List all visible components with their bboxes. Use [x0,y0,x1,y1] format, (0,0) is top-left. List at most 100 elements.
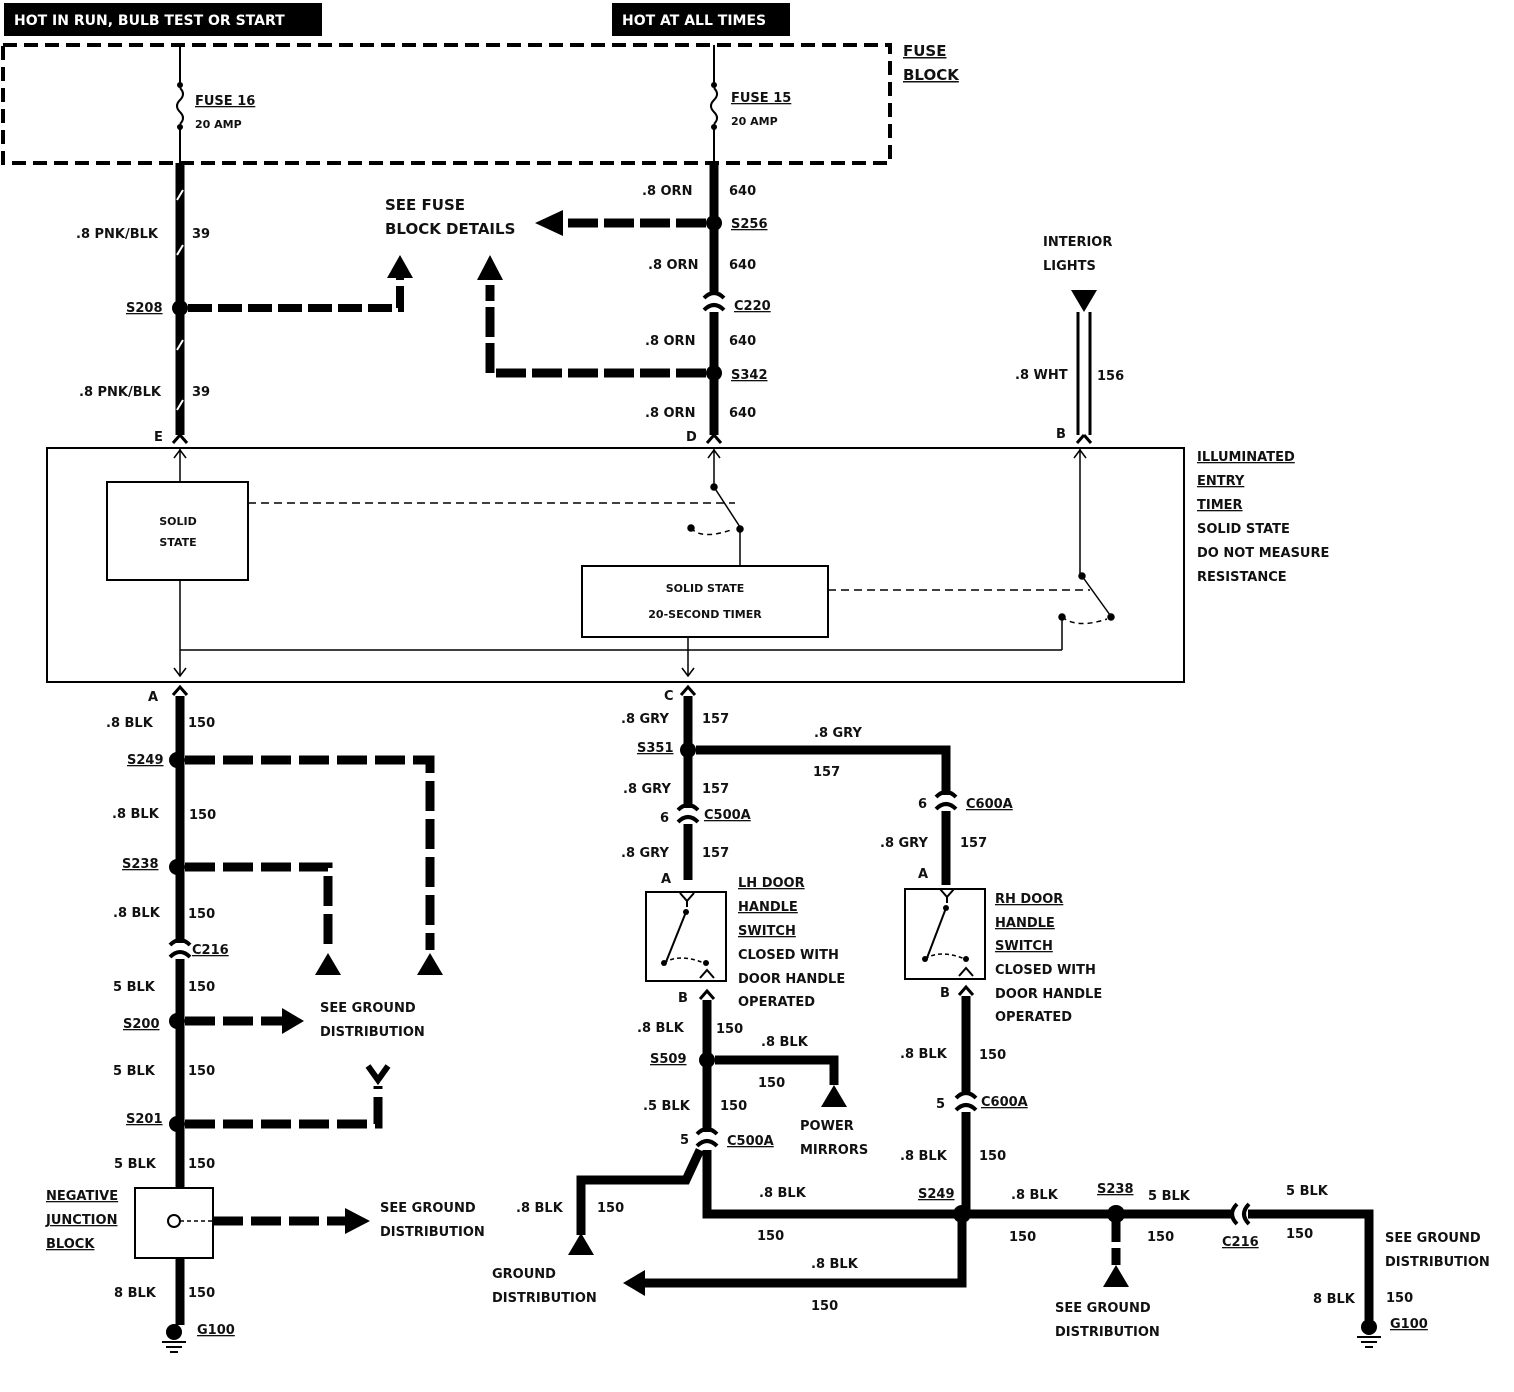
wire-label: .8 GRY [623,782,671,797]
wire-label: 150 [188,716,215,731]
splice-s256: S256 [731,217,768,232]
wire-label: 150 [188,1157,215,1172]
wire-label: 150 [188,1286,215,1301]
wire-label: .8 BLK [900,1047,948,1062]
connector-c216-left: C216 [192,943,229,958]
wire-label: 157 [813,765,840,780]
wire-label: BLOCK DETAILS [385,220,515,238]
wire-label: 150 [1147,1230,1174,1245]
wire-label: .8 PNK/BLK [76,227,159,242]
wire-label: DISTRIBUTION [320,1025,425,1040]
wire-label: .8 GRY [814,726,862,741]
ground-g100-left: G100 [197,1323,235,1338]
wire-label: NEGATIVE [46,1189,118,1204]
header-hot-at-all-times: HOT AT ALL TIMES [612,3,790,36]
wire-label: HOT IN RUN, BULB TEST OR START [14,13,285,29]
wire-label: 20-SECOND TIMER [648,608,762,621]
timer-module-label: ILLUMINATED [1197,450,1295,465]
splice-s249-left: S249 [127,753,164,768]
wire-label: 150 [1286,1227,1313,1242]
solid-state-box: SOLID STATE [106,481,249,581]
wire-label: C [664,689,674,704]
see-fuse-block-details: SEE FUSE [385,196,465,214]
wire-label: CLOSED WITH [738,948,839,963]
wire-label: DO NOT MEASURE [1197,546,1329,561]
wire-label: DOOR HANDLE [738,972,845,987]
wire-label: DOOR HANDLE [995,987,1102,1002]
wire-label: STATE [159,536,196,549]
wire-label: DISTRIBUTION [492,1291,597,1306]
ground-distribution-label: GROUND [492,1267,556,1282]
solid-state-20-second-timer: SOLID STATE 20-SECOND TIMER [581,565,829,638]
wire-label: B [940,986,950,1001]
wire-label: 157 [702,846,729,861]
interior-lights-label: INTERIOR [1043,235,1112,250]
see-ground-distribution-3: SEE GROUND [1055,1301,1151,1316]
wire-label: 156 [1097,369,1124,384]
wire-label: 6 [918,797,927,812]
wire-label: 150 [188,907,215,922]
see-ground-distribution-4: SEE GROUND [1385,1231,1481,1246]
splice-s200: S200 [123,1017,160,1032]
fuse-16: FUSE 16 20 AMP [176,45,255,163]
see-ground-distribution-2: SEE GROUND [380,1201,476,1216]
wire-label: B [1056,427,1066,442]
header-hot-in-run: HOT IN RUN, BULB TEST OR START [4,3,322,36]
wire-label: .8 GRY [880,836,928,851]
lh-switch-label: LH DOOR [738,876,805,891]
wire-label: OPERATED [995,1010,1072,1025]
wire-label: FUSE 16 [195,94,255,109]
wire-label: 5 BLK [113,1064,156,1079]
splice-s208: S208 [126,301,163,316]
fuse-15: FUSE 15 20 AMP [710,45,791,163]
splice-s249-right: S249 [918,1187,955,1202]
wire-label: .8 WHT [1015,368,1068,383]
wire-label: .8 BLK [516,1201,564,1216]
wire-label: 5 [936,1097,945,1112]
wire-label: 150 [757,1229,784,1244]
wire-label: .8 ORN [642,184,692,199]
wire-label: 640 [729,334,756,349]
fuse-block-label-2: BLOCK [903,66,960,84]
wire-label: TIMER [1197,498,1243,513]
wire-label: B [678,991,688,1006]
wire-label: DISTRIBUTION [1055,1325,1160,1340]
connector-c220: C220 [734,299,771,314]
wire-label: OPERATED [738,995,815,1010]
wire-label: .8 GRY [621,712,669,727]
wire-label: HANDLE [995,916,1055,931]
wire-label: 5 BLK [1148,1189,1191,1204]
wire-label: .8 GRY [621,846,669,861]
splice-s351: S351 [637,741,674,756]
wire-156 [1071,290,1097,444]
connector-c600a-upper: C600A [966,797,1013,812]
power-mirrors-label: POWER [800,1119,854,1134]
connector-c500a-lower: C500A [727,1134,774,1149]
wire-label: 6 [660,811,669,826]
wire-150-right [568,984,1381,1348]
wire-label: 150 [979,1048,1006,1063]
wire-label: A [661,872,671,887]
wire-label: CLOSED WITH [995,963,1096,978]
wire-label: HANDLE [738,900,798,915]
wire-label: SOLID STATE [666,582,745,595]
wire-label: 150 [720,1099,747,1114]
wire-label: RESISTANCE [1197,570,1287,585]
wire-label: E [154,430,163,445]
wire-label: A [918,867,928,882]
wire-label: 150 [1009,1230,1036,1245]
wire-label: .8 PNK/BLK [79,385,162,400]
wire-label: .8 BLK [811,1257,859,1272]
splice-s509: S509 [650,1052,687,1067]
wire-39 [171,163,413,444]
wire-label: 8 BLK [1313,1292,1356,1307]
wire-label: SOLID [159,515,197,528]
wire-label: .8 BLK [761,1035,809,1050]
wire-label: SOLID STATE [1197,522,1290,537]
wire-label: 20 AMP [731,115,778,128]
wire-label: HOT AT ALL TIMES [622,13,766,29]
wire-label: 640 [729,406,756,421]
wire-label: 150 [758,1076,785,1091]
connector-c600a-lower: C600A [981,1095,1028,1110]
wire-label: .8 BLK [759,1186,807,1201]
